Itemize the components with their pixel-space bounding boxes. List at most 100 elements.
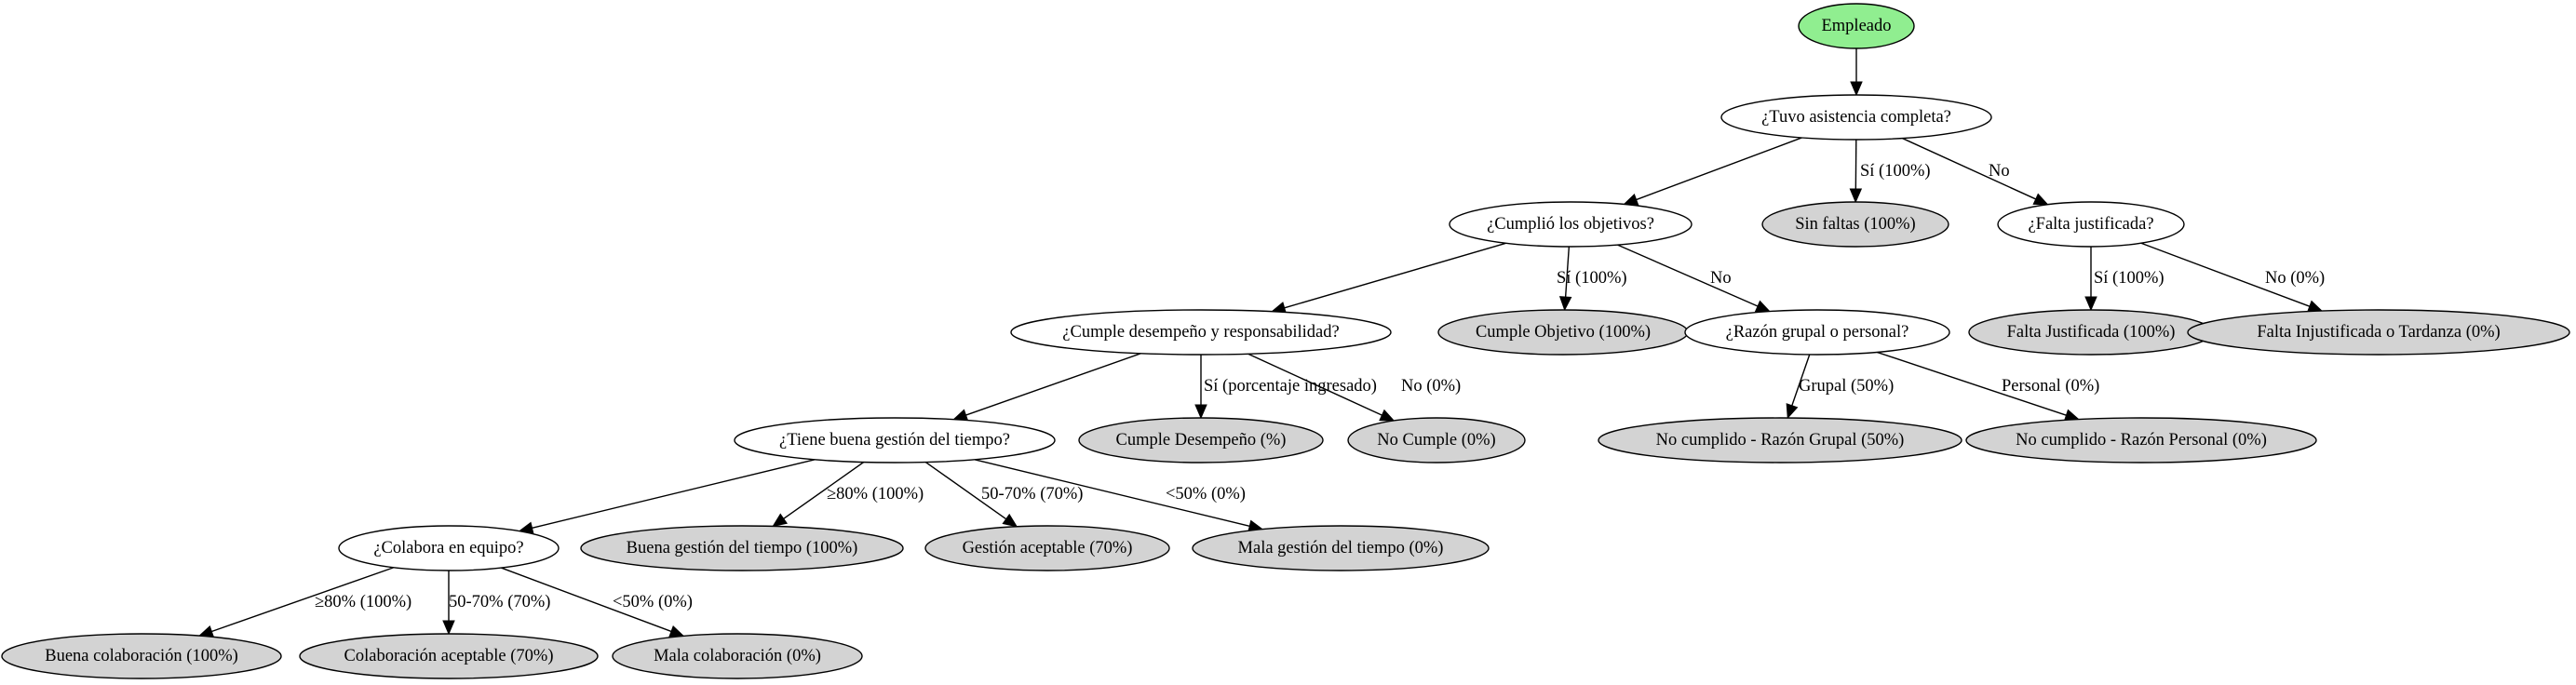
node-label: Sin faltas (100%) xyxy=(1795,215,1915,234)
edge-asistencia-to-sin-faltas: Sí (100%) xyxy=(1849,139,1931,204)
arrow-head-icon xyxy=(1623,194,1639,206)
node-ellipse xyxy=(1347,417,1526,463)
edge-line xyxy=(2140,242,2311,307)
arrow-head-icon xyxy=(1379,409,1396,422)
edge-label: <50% (0%) xyxy=(1166,485,1246,504)
node-ellipse xyxy=(338,525,560,571)
node-cumple-desempeno: Cumple Desempeño (%) xyxy=(1078,417,1324,463)
node-no-cumple: No Cumple (0%) xyxy=(1347,417,1526,463)
node-ellipse xyxy=(1,633,282,679)
node-colabora: ¿Colabora en equipo? xyxy=(338,525,560,571)
edge-label: Sí (100%) xyxy=(1860,162,1931,181)
edge-line xyxy=(1791,354,1811,407)
node-falta-just-100: Falta Justificada (100%) xyxy=(1968,309,2214,356)
node-razon: ¿Razón grupal o personal? xyxy=(1684,309,1950,356)
arrow-head-icon xyxy=(442,620,455,636)
edge-label: Personal (0%) xyxy=(2002,377,2099,396)
edge-tiempo-to-colabora xyxy=(518,459,816,534)
edge-colabora-to-buena-colab: ≥80% (100%) xyxy=(197,567,411,638)
edge-falta-justificada-to-falta-just-100: Sí (100%) xyxy=(2084,247,2165,312)
node-ellipse xyxy=(1449,201,1693,248)
node-razon-grupal: No cumplido - Razón Grupal (50%) xyxy=(1598,417,1962,463)
edge-desempeno-to-tiempo xyxy=(952,353,1141,422)
edge-line xyxy=(965,353,1141,416)
edge-line xyxy=(783,461,865,519)
node-colab-aceptable: Colaboración aceptable (70%) xyxy=(299,633,599,679)
edge-empleado-to-asistencia xyxy=(1850,48,1863,97)
edge-line xyxy=(974,459,1250,528)
edge-colabora-to-colab-aceptable: 50-70% (70%) xyxy=(442,571,550,636)
node-label: ¿Falta justificada? xyxy=(2028,215,2153,234)
edge-label: <50% (0%) xyxy=(613,593,693,611)
edge-label: Sí (100%) xyxy=(1557,269,1627,288)
node-label: Colaboración aceptable (70%) xyxy=(344,647,554,665)
node-buena-colab: Buena colaboración (100%) xyxy=(1,633,282,679)
nodes-layer: Empleado ¿Tuvo asistencia completa? ¿Cumpl… xyxy=(1,3,2570,679)
edge-razon-to-razon-grupal: Grupal (50%) xyxy=(1786,354,1894,420)
node-label: ¿Cumple desempeño y responsabilidad? xyxy=(1062,323,1339,342)
edge-label: Sí (100%) xyxy=(2094,269,2165,288)
node-label: No cumplido - Razón Personal (0%) xyxy=(2016,431,2267,450)
node-label: Mala gestión del tiempo (0%) xyxy=(1238,539,1444,557)
node-label: No cumplido - Razón Grupal (50%) xyxy=(1656,431,1905,450)
node-mala-colab: Mala colaboración (0%) xyxy=(612,633,863,679)
edge-line xyxy=(1876,351,2067,416)
node-empleado: Empleado xyxy=(1798,3,1915,49)
node-ellipse xyxy=(924,525,1170,571)
edge-razon-to-razon-personal: Personal (0%) xyxy=(1876,351,2099,422)
arrow-head-icon xyxy=(1194,404,1207,420)
edge-label: No xyxy=(1989,162,2010,181)
node-label: ¿Tuvo asistencia completa? xyxy=(1761,108,1951,127)
node-label: Empleado xyxy=(1821,17,1891,35)
node-gestion-aceptable: Gestión aceptable (70%) xyxy=(924,525,1170,571)
node-sin-faltas: Sin faltas (100%) xyxy=(1761,201,1949,248)
edge-label: ≥80% (100%) xyxy=(827,485,924,504)
node-razon-personal: No cumplido - Razón Personal (0%) xyxy=(1965,417,2317,463)
node-ellipse xyxy=(580,525,904,571)
node-label: Mala colaboración (0%) xyxy=(654,647,821,665)
arrow-head-icon xyxy=(1849,188,1863,204)
arrow-head-icon xyxy=(2084,296,2097,312)
edge-objetivos-to-cumple-objetivo: Sí (100%) xyxy=(1557,246,1627,312)
arrow-head-icon xyxy=(2032,193,2049,206)
node-label: Cumple Objetivo (100%) xyxy=(1476,323,1651,342)
edge-line xyxy=(924,461,1007,520)
edge-label: No (0%) xyxy=(1401,377,1461,396)
edge-label: Sí (porcentaje ingresado) xyxy=(1204,377,1377,396)
node-mala-gestion: Mala gestión del tiempo (0%) xyxy=(1192,525,1490,571)
arrow-head-icon xyxy=(197,625,215,638)
edge-line xyxy=(1564,246,1571,298)
arrow-head-icon xyxy=(1002,513,1018,528)
node-label: ¿Cumplió los objetivos? xyxy=(1487,215,1654,234)
edge-tiempo-to-gestion-aceptable: 50-70% (70%) xyxy=(924,461,1083,528)
node-ellipse xyxy=(1761,201,1949,248)
node-falta-justificada: ¿Falta justificada? xyxy=(1997,201,2185,248)
edge-objetivos-to-razon: No xyxy=(1617,244,1772,313)
arrow-head-icon xyxy=(1754,300,1772,313)
arrow-head-icon xyxy=(1850,81,1863,97)
node-label: Gestión aceptable (70%) xyxy=(963,539,1133,557)
edge-line xyxy=(1284,242,1506,309)
edge-colabora-to-mala-colab: <50% (0%) xyxy=(501,567,693,638)
edge-asistencia-to-objetivos xyxy=(1623,137,1802,206)
node-buena-gestion: Buena gestión del tiempo (100%) xyxy=(580,525,904,571)
node-label: ¿Razón grupal o personal? xyxy=(1726,323,1909,342)
edge-label: 50-70% (70%) xyxy=(981,485,1083,504)
node-ellipse xyxy=(2187,309,2570,356)
node-objetivos: ¿Cumplió los objetivos? xyxy=(1449,201,1693,248)
node-ellipse xyxy=(1192,525,1490,571)
arrow-head-icon xyxy=(668,625,685,638)
edge-label: Grupal (50%) xyxy=(1799,377,1894,396)
edge-desempeno-to-no-cumple: No (0%) xyxy=(1248,353,1461,422)
arrow-head-icon xyxy=(772,513,789,528)
arrow-head-icon xyxy=(1558,296,1572,312)
edge-falta-justificada-to-falta-injust: No (0%) xyxy=(2140,242,2325,313)
arrow-head-icon xyxy=(952,409,969,422)
edge-line xyxy=(1902,137,2037,200)
node-label: Cumple Desempeño (%) xyxy=(1116,431,1287,450)
node-label: Buena gestión del tiempo (100%) xyxy=(627,539,858,557)
node-ellipse xyxy=(1684,309,1950,356)
edge-asistencia-to-falta-justificada: No xyxy=(1902,137,2049,206)
